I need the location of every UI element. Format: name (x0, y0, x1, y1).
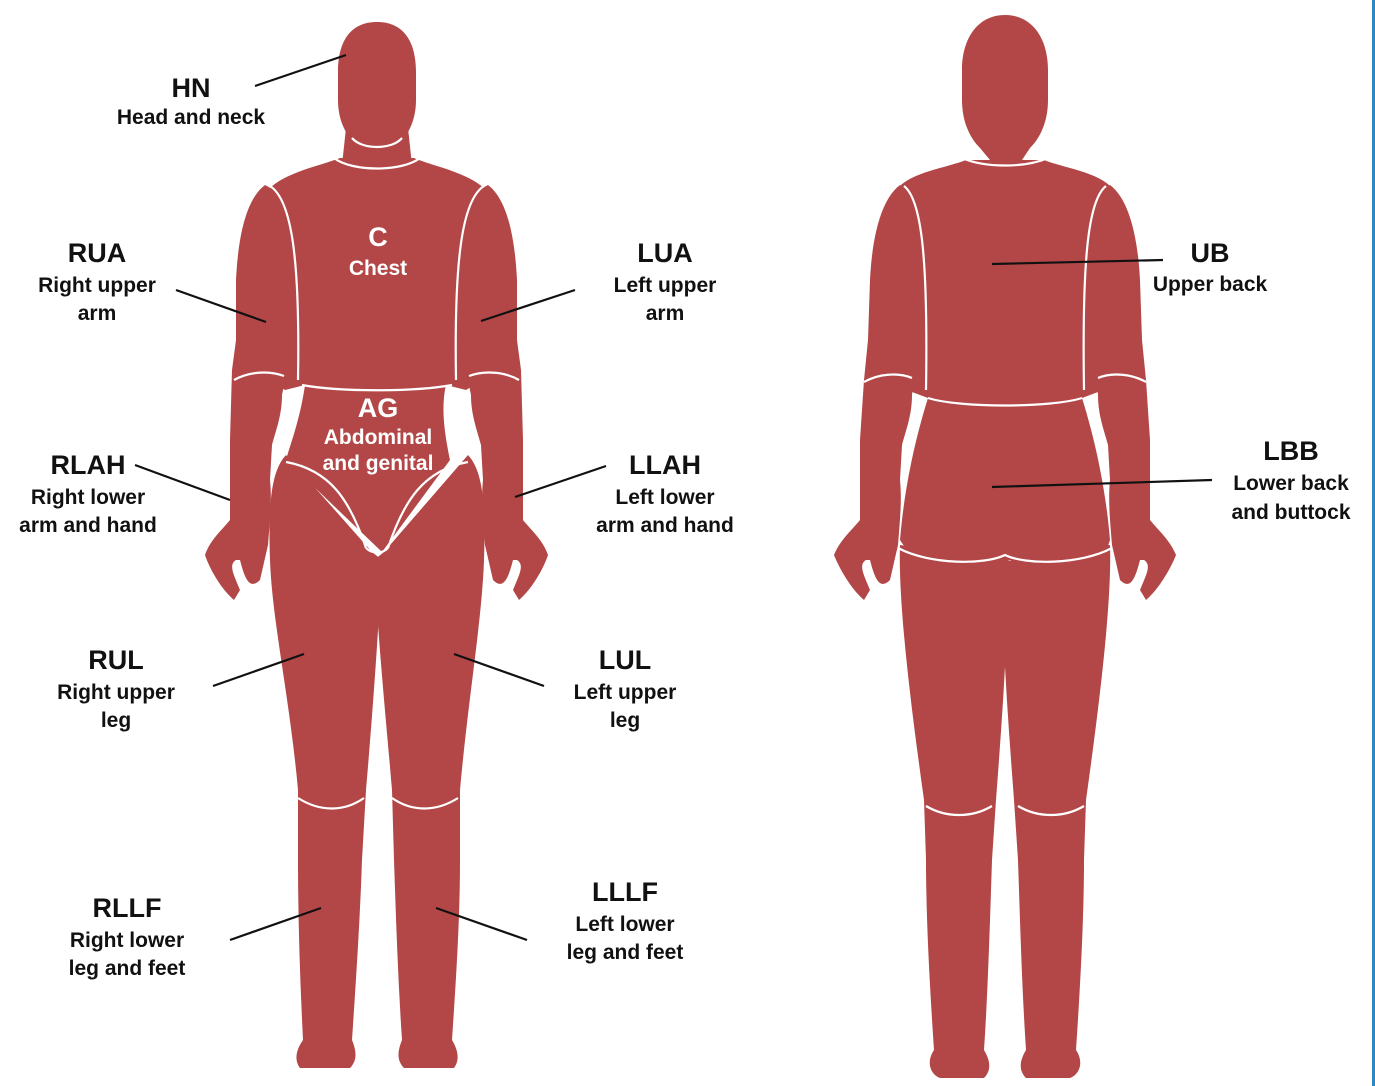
label-lbb-desc-line2: and buttock (1232, 501, 1351, 524)
label-rul-code: RUL (88, 645, 144, 675)
label-ub: UB Upper back (1153, 238, 1268, 296)
label-lua-desc-line2: arm (646, 302, 685, 325)
label-rlah-desc-line1: Right lower (31, 486, 145, 509)
label-lllf-desc-line2: leg and feet (567, 941, 684, 964)
label-rua-desc-line1: Right upper (38, 274, 156, 297)
label-lua-desc-line1: Left upper (614, 274, 717, 297)
label-ag-desc-line1: Abdominal (324, 426, 433, 449)
back-head (962, 15, 1048, 160)
leader-llah (515, 466, 606, 497)
label-hn: HN Head and neck (117, 73, 266, 129)
label-rul: RUL Right upper leg (57, 645, 175, 732)
label-hn-code: HN (172, 73, 211, 103)
front-left-leg (374, 455, 484, 1068)
label-ub-desc: Upper back (1153, 273, 1268, 296)
label-rul-desc-line1: Right upper (57, 681, 175, 704)
label-llah: LLAH Left lower arm and hand (596, 450, 734, 537)
label-rua: RUA Right upper arm (38, 238, 156, 325)
label-lbb: LBB Lower back and buttock (1232, 436, 1351, 524)
label-hn-desc: Head and neck (117, 106, 266, 129)
label-lllf: LLLF Left lower leg and feet (567, 877, 684, 964)
label-c-code: C (368, 222, 388, 252)
label-lul-desc-line1: Left upper (574, 681, 677, 704)
label-ag-code: AG (358, 393, 399, 423)
label-ub-code: UB (1191, 238, 1230, 268)
back-right-leg (900, 545, 1008, 1078)
back-torso (886, 160, 1124, 565)
label-rlah: RLAH Right lower arm and hand (19, 450, 157, 537)
label-llah-desc-line2: arm and hand (596, 514, 734, 537)
label-llah-desc-line1: Left lower (615, 486, 714, 509)
label-llah-code: LLAH (629, 450, 701, 480)
front-figure (205, 22, 548, 1068)
label-rlah-code: RLAH (51, 450, 126, 480)
label-rllf-desc-line2: leg and feet (69, 957, 186, 980)
label-rua-desc-line2: arm (78, 302, 117, 325)
label-lul-code: LUL (599, 645, 651, 675)
label-lllf-code: LLLF (592, 877, 658, 907)
label-lua: LUA Left upper arm (614, 238, 717, 325)
leader-hn (255, 55, 346, 86)
label-lllf-desc-line1: Left lower (575, 913, 674, 936)
label-c-desc: Chest (349, 257, 407, 280)
label-lbb-code: LBB (1263, 436, 1319, 466)
label-rlah-desc-line2: arm and hand (19, 514, 157, 537)
label-lul-desc-line2: leg (610, 709, 640, 732)
back-left-leg (1002, 545, 1110, 1078)
back-figure (834, 15, 1176, 1078)
leader-rlah (135, 465, 230, 500)
label-ag-desc-line2: and genital (323, 452, 434, 475)
label-rllf-desc-line1: Right lower (70, 929, 184, 952)
label-rua-code: RUA (68, 238, 127, 268)
label-lul: LUL Left upper leg (574, 645, 677, 732)
label-rllf-code: RLLF (93, 893, 162, 923)
label-lbb-desc-line1: Lower back (1233, 472, 1349, 495)
label-rul-desc-line2: leg (101, 709, 131, 732)
label-rllf: RLLF Right lower leg and feet (69, 893, 186, 980)
label-lua-code: LUA (637, 238, 693, 268)
